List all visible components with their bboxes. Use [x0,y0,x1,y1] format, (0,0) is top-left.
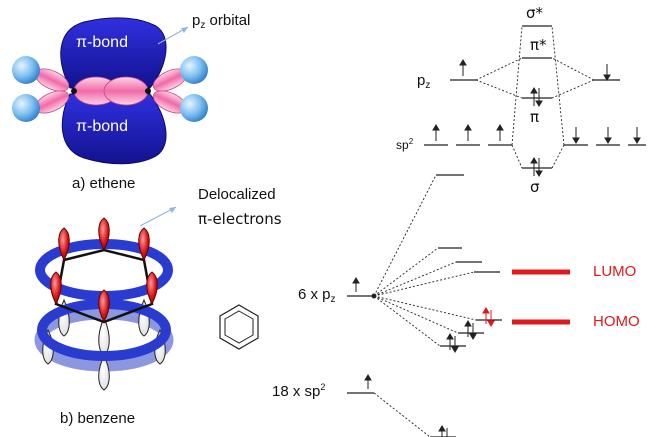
pi-label: π [530,108,540,126]
hydrogen-atom [12,94,40,122]
sp2-label: sp2 [396,137,414,152]
homo-label: HOMO [593,313,640,330]
carbon-atom [71,88,77,94]
pz-label: pz [417,72,431,91]
pi-bond-lower-lobe [61,93,167,165]
ethene-caption: a) ethene [72,175,136,192]
pz-orbital-label: pz orbital [192,12,251,31]
benzene-ring-symbol [219,304,259,350]
sigma-label: σ [530,178,540,196]
pi-bond-label-top: π-bond [76,34,128,51]
ethene-molecule [12,17,208,165]
delocalized-pointer [139,206,177,227]
pi-bond-label-bottom: π-bond [76,118,128,135]
pi-electrons-label: π-electrons [198,210,282,228]
lumo-label: LUMO [593,263,637,280]
pi-star-label: π* [530,36,547,54]
eighteen-sp2-label: 18 x sp2 [272,382,326,400]
hydrogen-atom [180,94,208,122]
carbon-atom [145,88,151,94]
ethene-mo-diagram [424,25,646,177]
benzene-caption: b) benzene [60,410,136,427]
sigma-cc-lobe-right [103,76,149,106]
p-orbital-upper-lobes [50,217,158,324]
hydrogen-atom [180,56,208,84]
delocalized-label: Delocalized [198,186,276,203]
hydrogen-atom [12,56,40,84]
benzene-molecule [34,217,174,391]
pi-bond-upper-lobe [60,17,167,89]
sigma-star-label: σ* [526,4,544,22]
benzene-mo-diagram [347,174,570,437]
six-pz-label: 6 x pz [298,286,336,305]
